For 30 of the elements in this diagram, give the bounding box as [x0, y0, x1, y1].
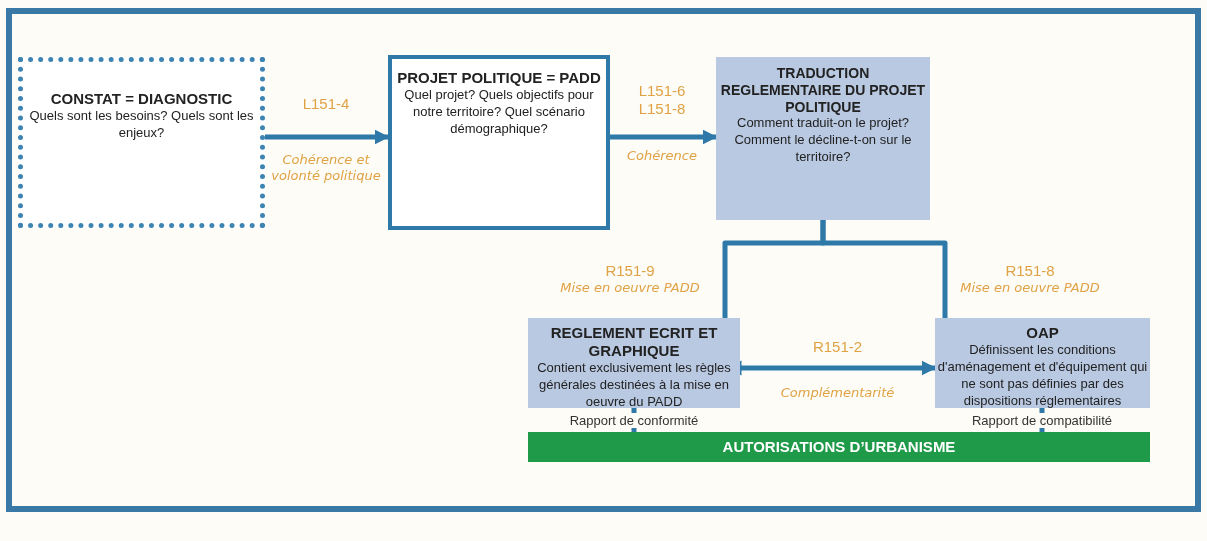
box-title: AUTORISATIONS D’URBANISME — [722, 438, 956, 456]
box-description: Définissent les conditions d'aménagement et d'équipement qui ne sont pas définies par des dispositions réglementaires — [937, 342, 1148, 410]
box-title: OAP — [1026, 324, 1059, 342]
edge-label: R151-8 — [1004, 262, 1056, 280]
box-title: PROJET POLITIQUE = PADD — [397, 69, 601, 87]
note-label: Complémentarité — [779, 385, 896, 401]
note-label: Cohérence — [626, 148, 698, 164]
process-box — [528, 318, 740, 408]
connector-line — [820, 220, 948, 318]
process-box — [716, 57, 930, 220]
box-description: Quels sont les besoins? Quels sont les enjeux? — [28, 108, 255, 142]
note-label: Mise en oeuvre PADD — [959, 280, 1101, 296]
arrow — [610, 129, 718, 145]
box-description: Quel projet? Quels objectifs pour notre territoire? Quel scénario démographique? — [403, 87, 595, 138]
edge-label: L151-6 L151-8 — [637, 82, 687, 118]
process-box — [935, 318, 1150, 408]
edge-label: R151-9 — [604, 262, 656, 280]
box-description: Contient exclusivement les règles générales destinées à la mise en oeuvre du PADD — [536, 360, 732, 411]
box-description: Comment traduit-on le projet? Comment le décline-t-on sur le territoire? — [733, 115, 913, 167]
edge-label: R151-2 — [811, 338, 864, 356]
box-title: REGLEMENT ECRIT ET GRAPHIQUE — [549, 324, 719, 360]
box-title: CONSTAT = DIAGNOSTIC — [50, 90, 233, 108]
process-box — [18, 57, 265, 228]
process-box — [388, 55, 610, 230]
note-label: Cohérence et volonté politique — [270, 152, 382, 184]
edge-label: L151-4 — [301, 95, 351, 113]
box-title: TRADUCTION REGLEMENTAIRE DU PROJET POLITIQUE — [720, 65, 926, 116]
note-label: Mise en oeuvre PADD — [559, 280, 701, 296]
arrow — [265, 129, 390, 145]
banner-bar — [528, 432, 1150, 462]
